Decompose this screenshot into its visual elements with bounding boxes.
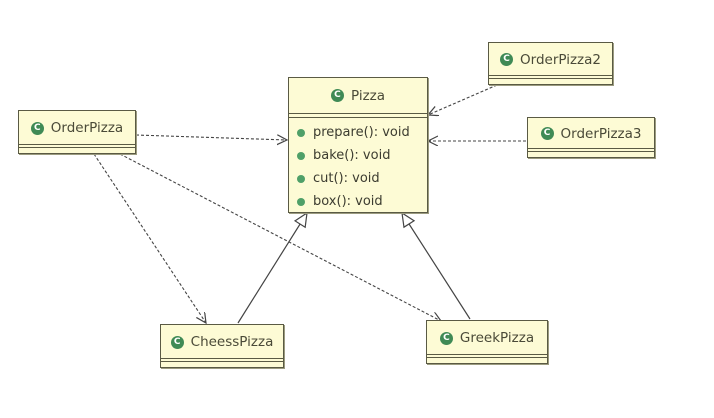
empty-compartments xyxy=(528,148,654,157)
class-icon: C xyxy=(30,121,44,135)
public-method-icon xyxy=(297,151,305,160)
methods-compartment: prepare(): void bake(): void cut(): void… xyxy=(289,118,427,213)
public-method-icon xyxy=(297,197,305,206)
class-icon: C xyxy=(439,331,453,345)
class-icon: C xyxy=(330,89,344,102)
class-orderpizza-name: OrderPizza xyxy=(50,120,124,136)
class-orderpizza3[interactable]: C OrderPizza3 xyxy=(527,117,655,158)
edge-orderpizza-to-cheesspizza xyxy=(93,153,206,323)
class-orderpizza-header: C OrderPizza xyxy=(19,111,135,153)
class-orderpizza2[interactable]: C OrderPizza2 xyxy=(488,42,613,85)
class-icon: C xyxy=(540,127,554,140)
class-cheesspizza[interactable]: C CheessPizza xyxy=(160,324,284,368)
edge-orderpizza-to-greekpizza xyxy=(119,153,441,321)
empty-compartments xyxy=(489,75,612,84)
method-item[interactable]: bake(): void xyxy=(295,144,427,167)
class-pizza-header: C Pizza xyxy=(289,78,427,114)
class-greekpizza-header: C GreekPizza xyxy=(427,321,547,363)
empty-compartments xyxy=(19,144,135,153)
edge-greekpizza-extends-pizza xyxy=(401,211,471,320)
edge-orderpizza2-to-pizza xyxy=(428,84,498,115)
class-orderpizza2-header: C OrderPizza2 xyxy=(489,43,612,84)
class-orderpizza2-name: OrderPizza2 xyxy=(520,51,601,68)
method-item[interactable]: prepare(): void xyxy=(295,121,427,144)
method-label: prepare(): void xyxy=(313,125,410,140)
class-cheesspizza-header: C CheessPizza xyxy=(161,325,283,367)
class-pizza[interactable]: C Pizza prepare(): void bake(): void cut… xyxy=(288,77,428,213)
class-cheesspizza-name: CheessPizza xyxy=(190,334,274,350)
class-orderpizza3-header: C OrderPizza3 xyxy=(528,118,654,157)
class-icon: C xyxy=(170,335,184,349)
class-icon: C xyxy=(500,53,513,66)
method-label: bake(): void xyxy=(313,148,391,163)
public-method-icon xyxy=(297,128,305,137)
class-orderpizza[interactable]: C OrderPizza xyxy=(18,110,136,154)
empty-compartments xyxy=(427,354,547,363)
edge-orderpizza-to-pizza xyxy=(135,134,287,140)
method-item[interactable]: box(): void xyxy=(295,190,427,213)
attributes-compartment xyxy=(289,114,427,118)
class-pizza-name: Pizza xyxy=(350,87,386,104)
public-method-icon xyxy=(297,174,305,183)
class-orderpizza3-name: OrderPizza3 xyxy=(560,125,642,142)
method-item[interactable]: cut(): void xyxy=(295,167,427,190)
method-label: cut(): void xyxy=(313,171,380,186)
class-greekpizza-name: GreekPizza xyxy=(459,330,535,346)
edge-cheesspizza-extends-pizza xyxy=(237,211,308,324)
class-greekpizza[interactable]: C GreekPizza xyxy=(426,320,548,364)
method-label: box(): void xyxy=(313,194,383,209)
empty-compartments xyxy=(161,358,283,367)
